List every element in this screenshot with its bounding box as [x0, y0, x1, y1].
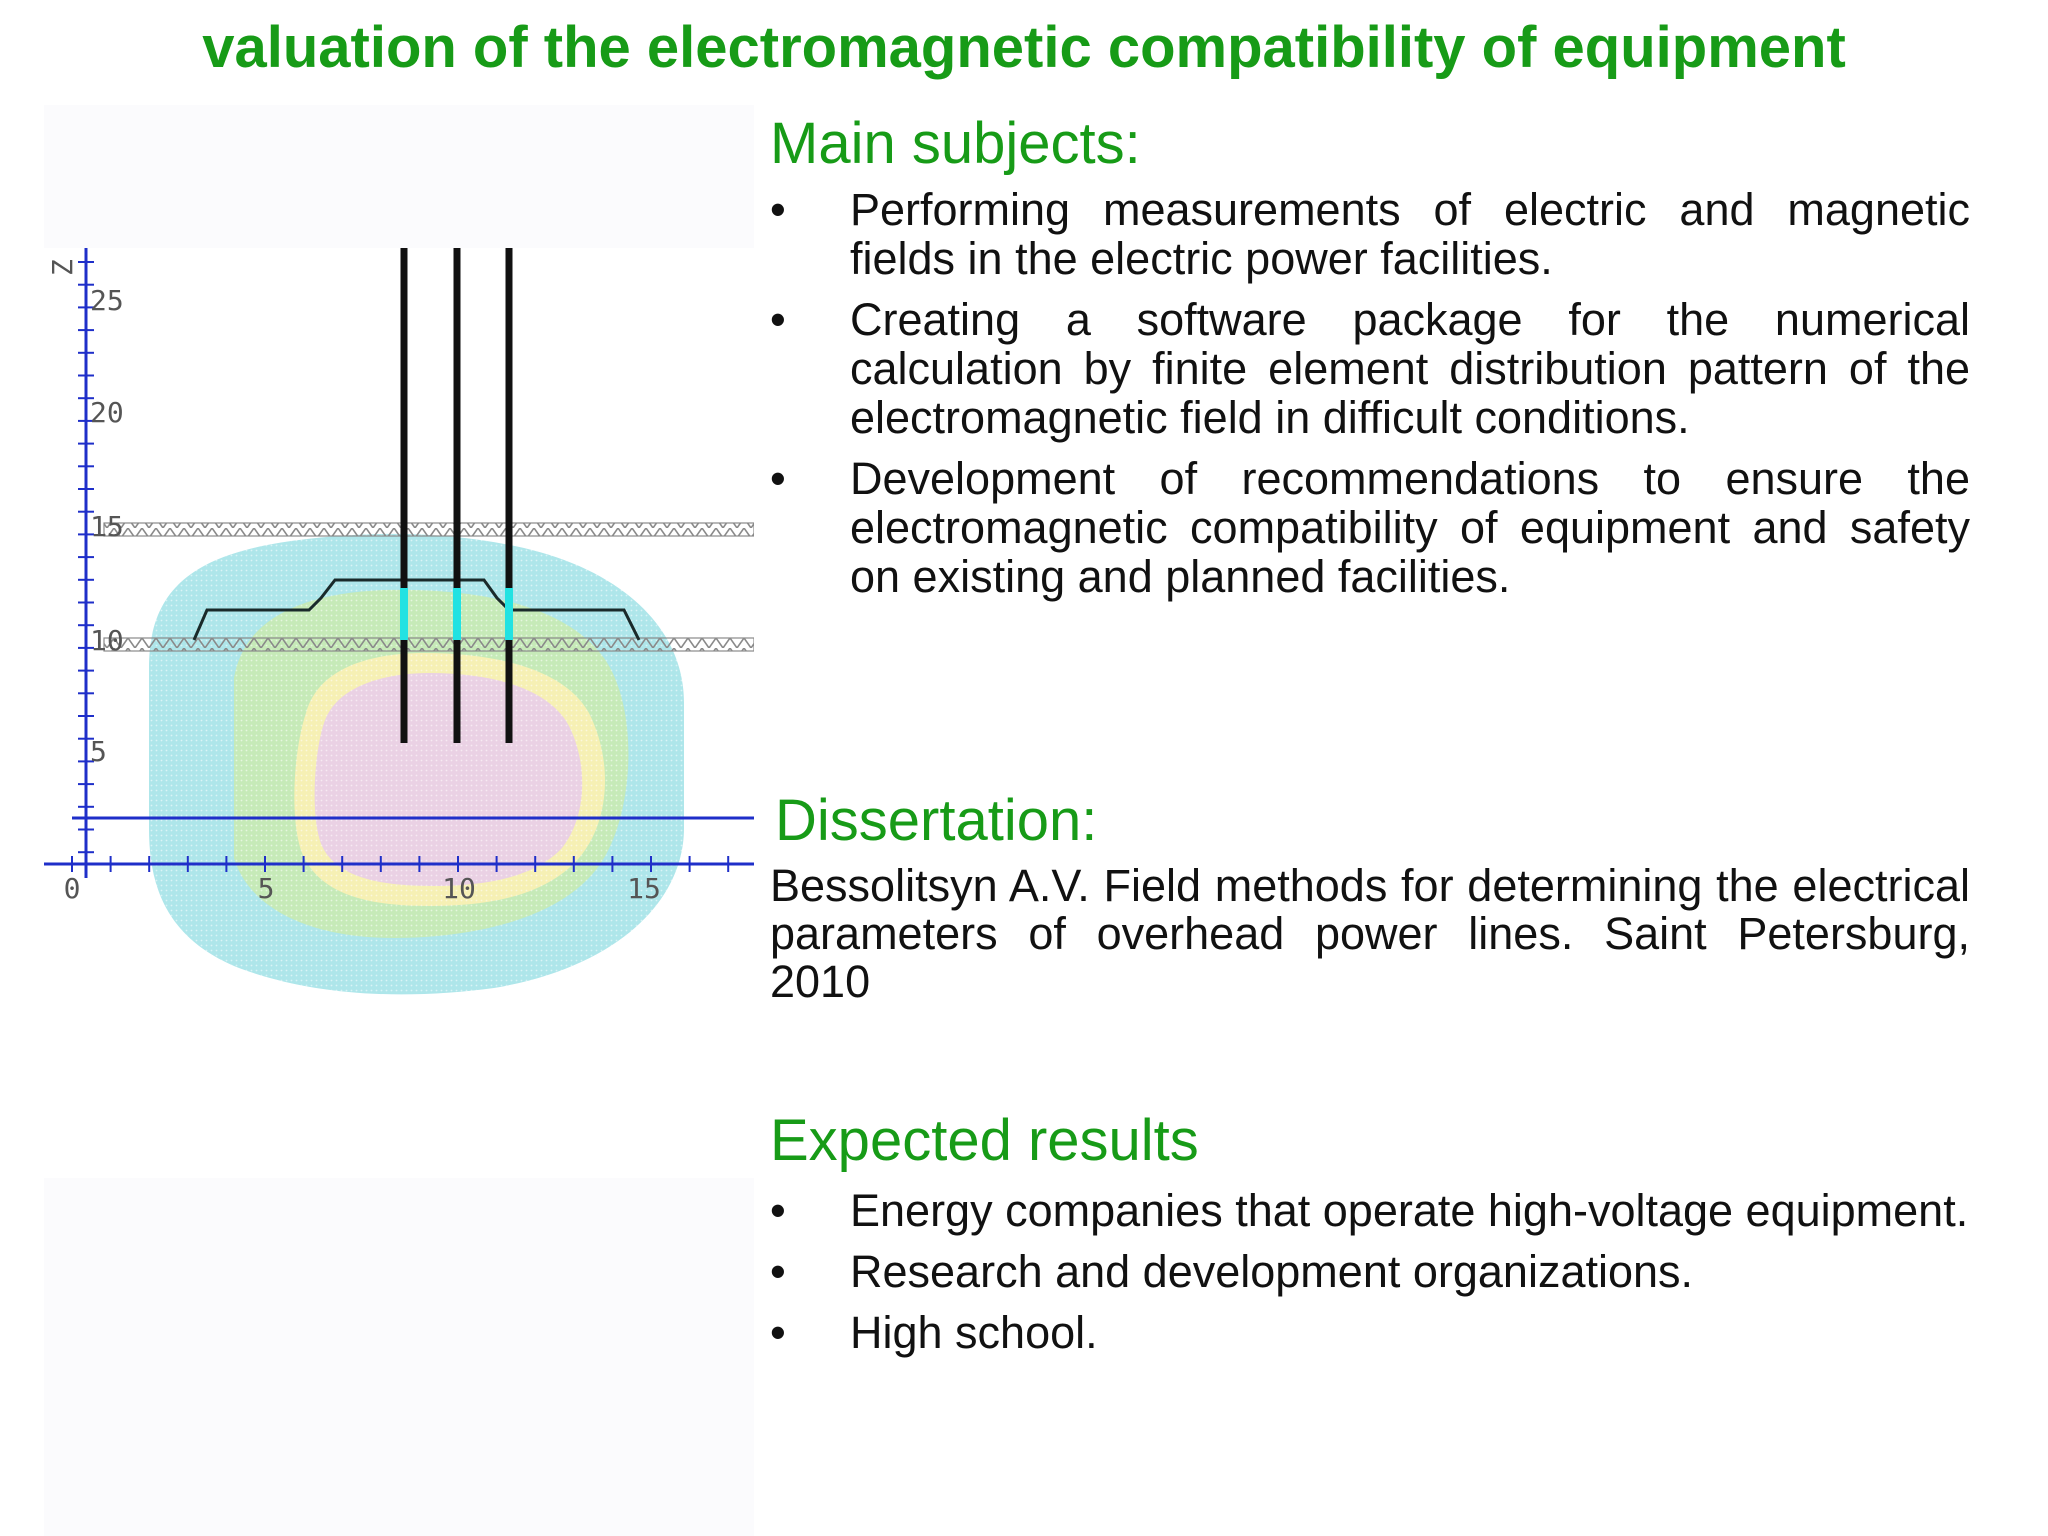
z-tick-label-5: 5	[90, 735, 107, 768]
main-subjects-item: • Performing measurements of electric and…	[770, 185, 1970, 283]
z-tick-label-10: 10	[90, 624, 124, 657]
x-axis-ticks	[71, 856, 730, 872]
z-tick-label-25: 25	[90, 284, 124, 317]
expected-results-list: • Energy companies that operate high-volt…	[770, 1186, 1970, 1369]
bullet-dot: •	[770, 1246, 786, 1297]
bullet-dot: •	[770, 294, 786, 345]
bullet-dot: •	[770, 1307, 786, 1358]
x-tick-label-15: 15	[627, 872, 661, 905]
z-tick-label-20: 20	[90, 396, 124, 429]
main-subjects-list: • Performing measurements of electric and…	[770, 185, 1970, 613]
expected-results-heading: Expected results	[770, 1108, 1199, 1173]
expected-results-item: • Energy companies that operate high-volt…	[770, 1186, 1970, 1235]
z-axis-label: Z	[46, 259, 79, 276]
main-subjects-item-text: Creating a software package for the nume…	[850, 294, 1970, 443]
expected-results-item-text: High school.	[850, 1307, 1098, 1358]
expected-results-item-text: Energy companies that operate high-volta…	[850, 1185, 1969, 1236]
main-subjects-item-text: Development of recommendations to ensure…	[850, 453, 1970, 602]
main-subjects-heading: Main subjects:	[770, 111, 1141, 176]
field-distribution-figure: Z 5 10 15 20 25 0 5 10 15	[44, 248, 754, 1178]
z-axis-ticks	[78, 261, 94, 854]
bullet-dot: •	[770, 1185, 786, 1236]
grid-dot-overlay	[144, 528, 689, 998]
dissertation-heading: Dissertation:	[775, 788, 1098, 853]
bullet-dot: •	[770, 184, 786, 235]
dissertation-text: Bessolitsyn A.V. Field methods for deter…	[770, 860, 1970, 1007]
tower-outline	[192, 578, 641, 641]
slide-title: valuation of the electromagnetic compati…	[202, 15, 1846, 80]
z-tick-label-15: 15	[90, 510, 124, 543]
field-plot: Z 5 10 15 20 25 0 5 10 15	[44, 248, 754, 998]
main-subjects-item: • Creating a software package for the num…	[770, 295, 1970, 442]
expected-results-item: • High school.	[770, 1308, 1970, 1357]
x-tick-label-0: 0	[64, 872, 81, 905]
bullet-dot: •	[770, 453, 786, 504]
x-tick-label-5: 5	[258, 872, 275, 905]
expected-results-item: • Research and development organizations.	[770, 1247, 1970, 1296]
main-subjects-item-text: Performing measurements of electric and …	[850, 184, 1970, 284]
main-subjects-item: • Development of recommendations to ensur…	[770, 454, 1970, 601]
lower-layer-band	[103, 637, 754, 652]
x-tick-label-10: 10	[442, 872, 476, 905]
upper-layer-band	[103, 522, 754, 537]
expected-results-item-text: Research and development organizations.	[850, 1246, 1694, 1297]
